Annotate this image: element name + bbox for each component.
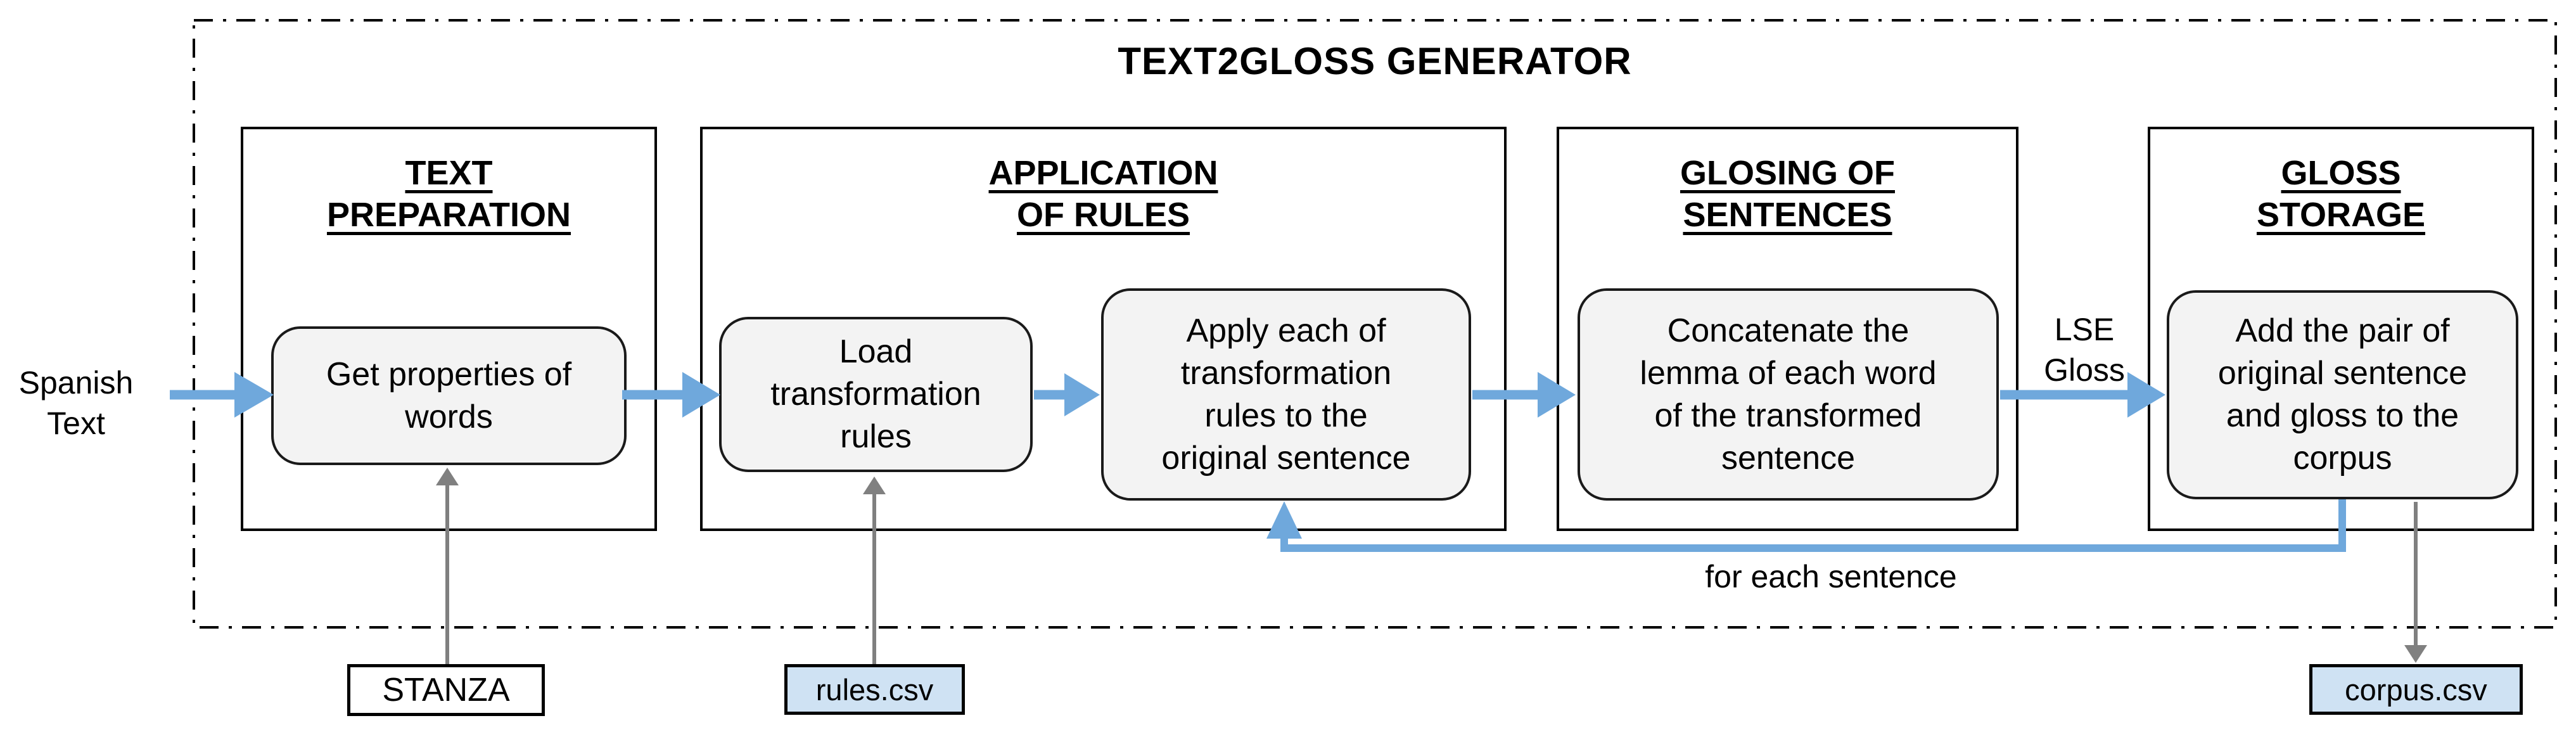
stage-title-text-preparation: TEXT PREPARATION [326,154,571,234]
stage-title-glosing-of-sentences: GLOSING OF SENTENCES [1680,154,1895,234]
process-apply-transformation-rules: Apply each of transformation rules to th… [1101,288,1471,501]
edge-label-lse-gloss: LSE Gloss [2044,312,2125,388]
stage-title-application-of-rules: APPLICATION OF RULES [988,154,1218,234]
file-box-rules-csv: rules.csv [784,664,965,715]
tool-box-stanza: STANZA [347,664,545,716]
process-add-pair-to-corpus: Add the pair of original sentence and gl… [2167,290,2518,499]
edge-label-for-each-sentence: for each sentence [1705,559,1957,594]
file-box-corpus-csv: corpus.csv [2309,664,2523,715]
process-load-transformation-rules: Load transformation rules [719,317,1033,472]
diagram-title: TEXT2GLOSS GENERATOR [1118,40,1632,82]
stage-title-gloss-storage: GLOSS STORAGE [2256,154,2426,234]
input-label-spanish-text: Spanish Text [18,365,134,441]
process-concatenate-lemmas: Concatenate the lemma of each word of th… [1578,288,1999,501]
process-get-properties-of-words: Get properties of words [271,326,627,465]
